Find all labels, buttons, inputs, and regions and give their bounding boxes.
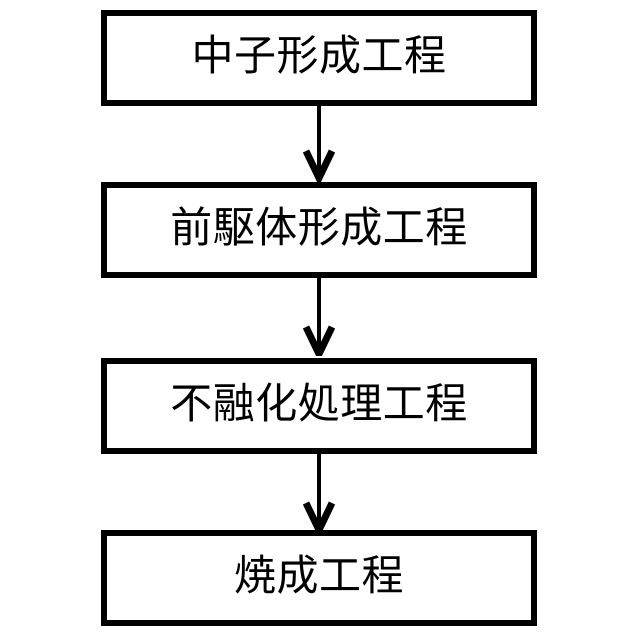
process-step-label-3: 不融化処理工程 [170,379,468,428]
process-step-label-1: 中子形成工程 [191,31,447,80]
down-arrow-icon-3 [297,452,341,530]
process-step-box-1: 中子形成工程 [101,10,537,106]
process-step-box-3: 不融化処理工程 [101,358,537,454]
process-step-label-4: 焼成工程 [233,551,404,600]
down-arrow-icon-1 [297,104,341,182]
process-step-label-2: 前駆体形成工程 [170,203,468,252]
process-step-box-2: 前駆体形成工程 [101,182,537,278]
process-step-box-4: 焼成工程 [101,530,537,626]
down-arrow-icon-2 [297,278,341,356]
